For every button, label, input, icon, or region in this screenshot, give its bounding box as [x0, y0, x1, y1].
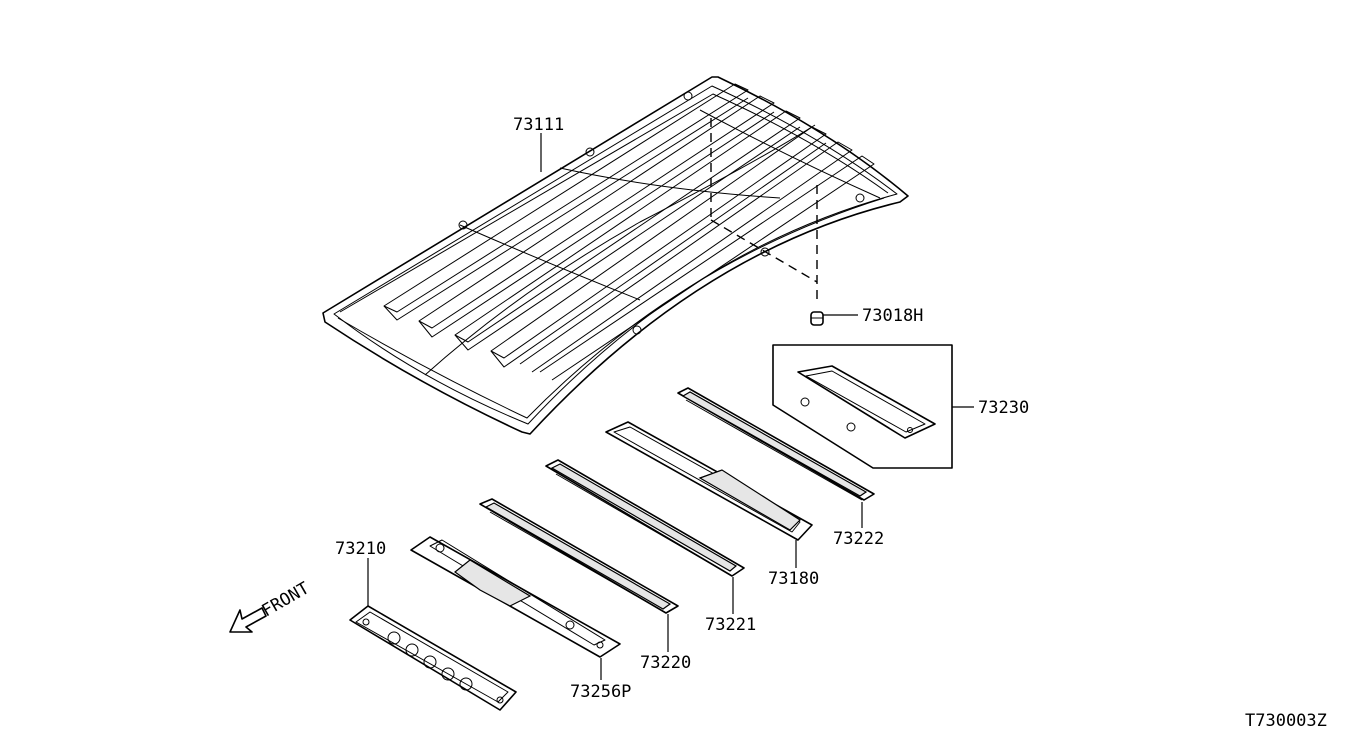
guide-lines	[710, 118, 818, 305]
part-label-73256p: 73256P	[570, 682, 631, 702]
part-label-73018h: 73018H	[862, 306, 923, 326]
part-label-73230: 73230	[978, 398, 1029, 418]
bracket-73256p	[410, 536, 621, 658]
part-label-73221: 73221	[705, 615, 756, 635]
leader-lines	[367, 133, 974, 680]
rail-73220	[479, 498, 679, 614]
rail-73180	[605, 421, 813, 541]
part-label-73180: 73180	[768, 569, 819, 589]
clip-part	[810, 311, 824, 326]
front-direction-arrow: FRONT	[229, 578, 313, 633]
part-label-73222: 73222	[833, 529, 884, 549]
roof-panel	[322, 76, 909, 435]
part-label-73210: 73210	[335, 539, 386, 559]
rail-73210	[349, 605, 517, 711]
part-label-73111: 73111	[513, 115, 564, 135]
part-label-73220: 73220	[640, 653, 691, 673]
bow-assembly-box	[772, 344, 953, 469]
rail-73221	[545, 459, 745, 577]
front-label: FRONT	[259, 578, 313, 621]
diagram-code: T730003Z	[1245, 711, 1327, 731]
rail-73222	[677, 387, 875, 501]
